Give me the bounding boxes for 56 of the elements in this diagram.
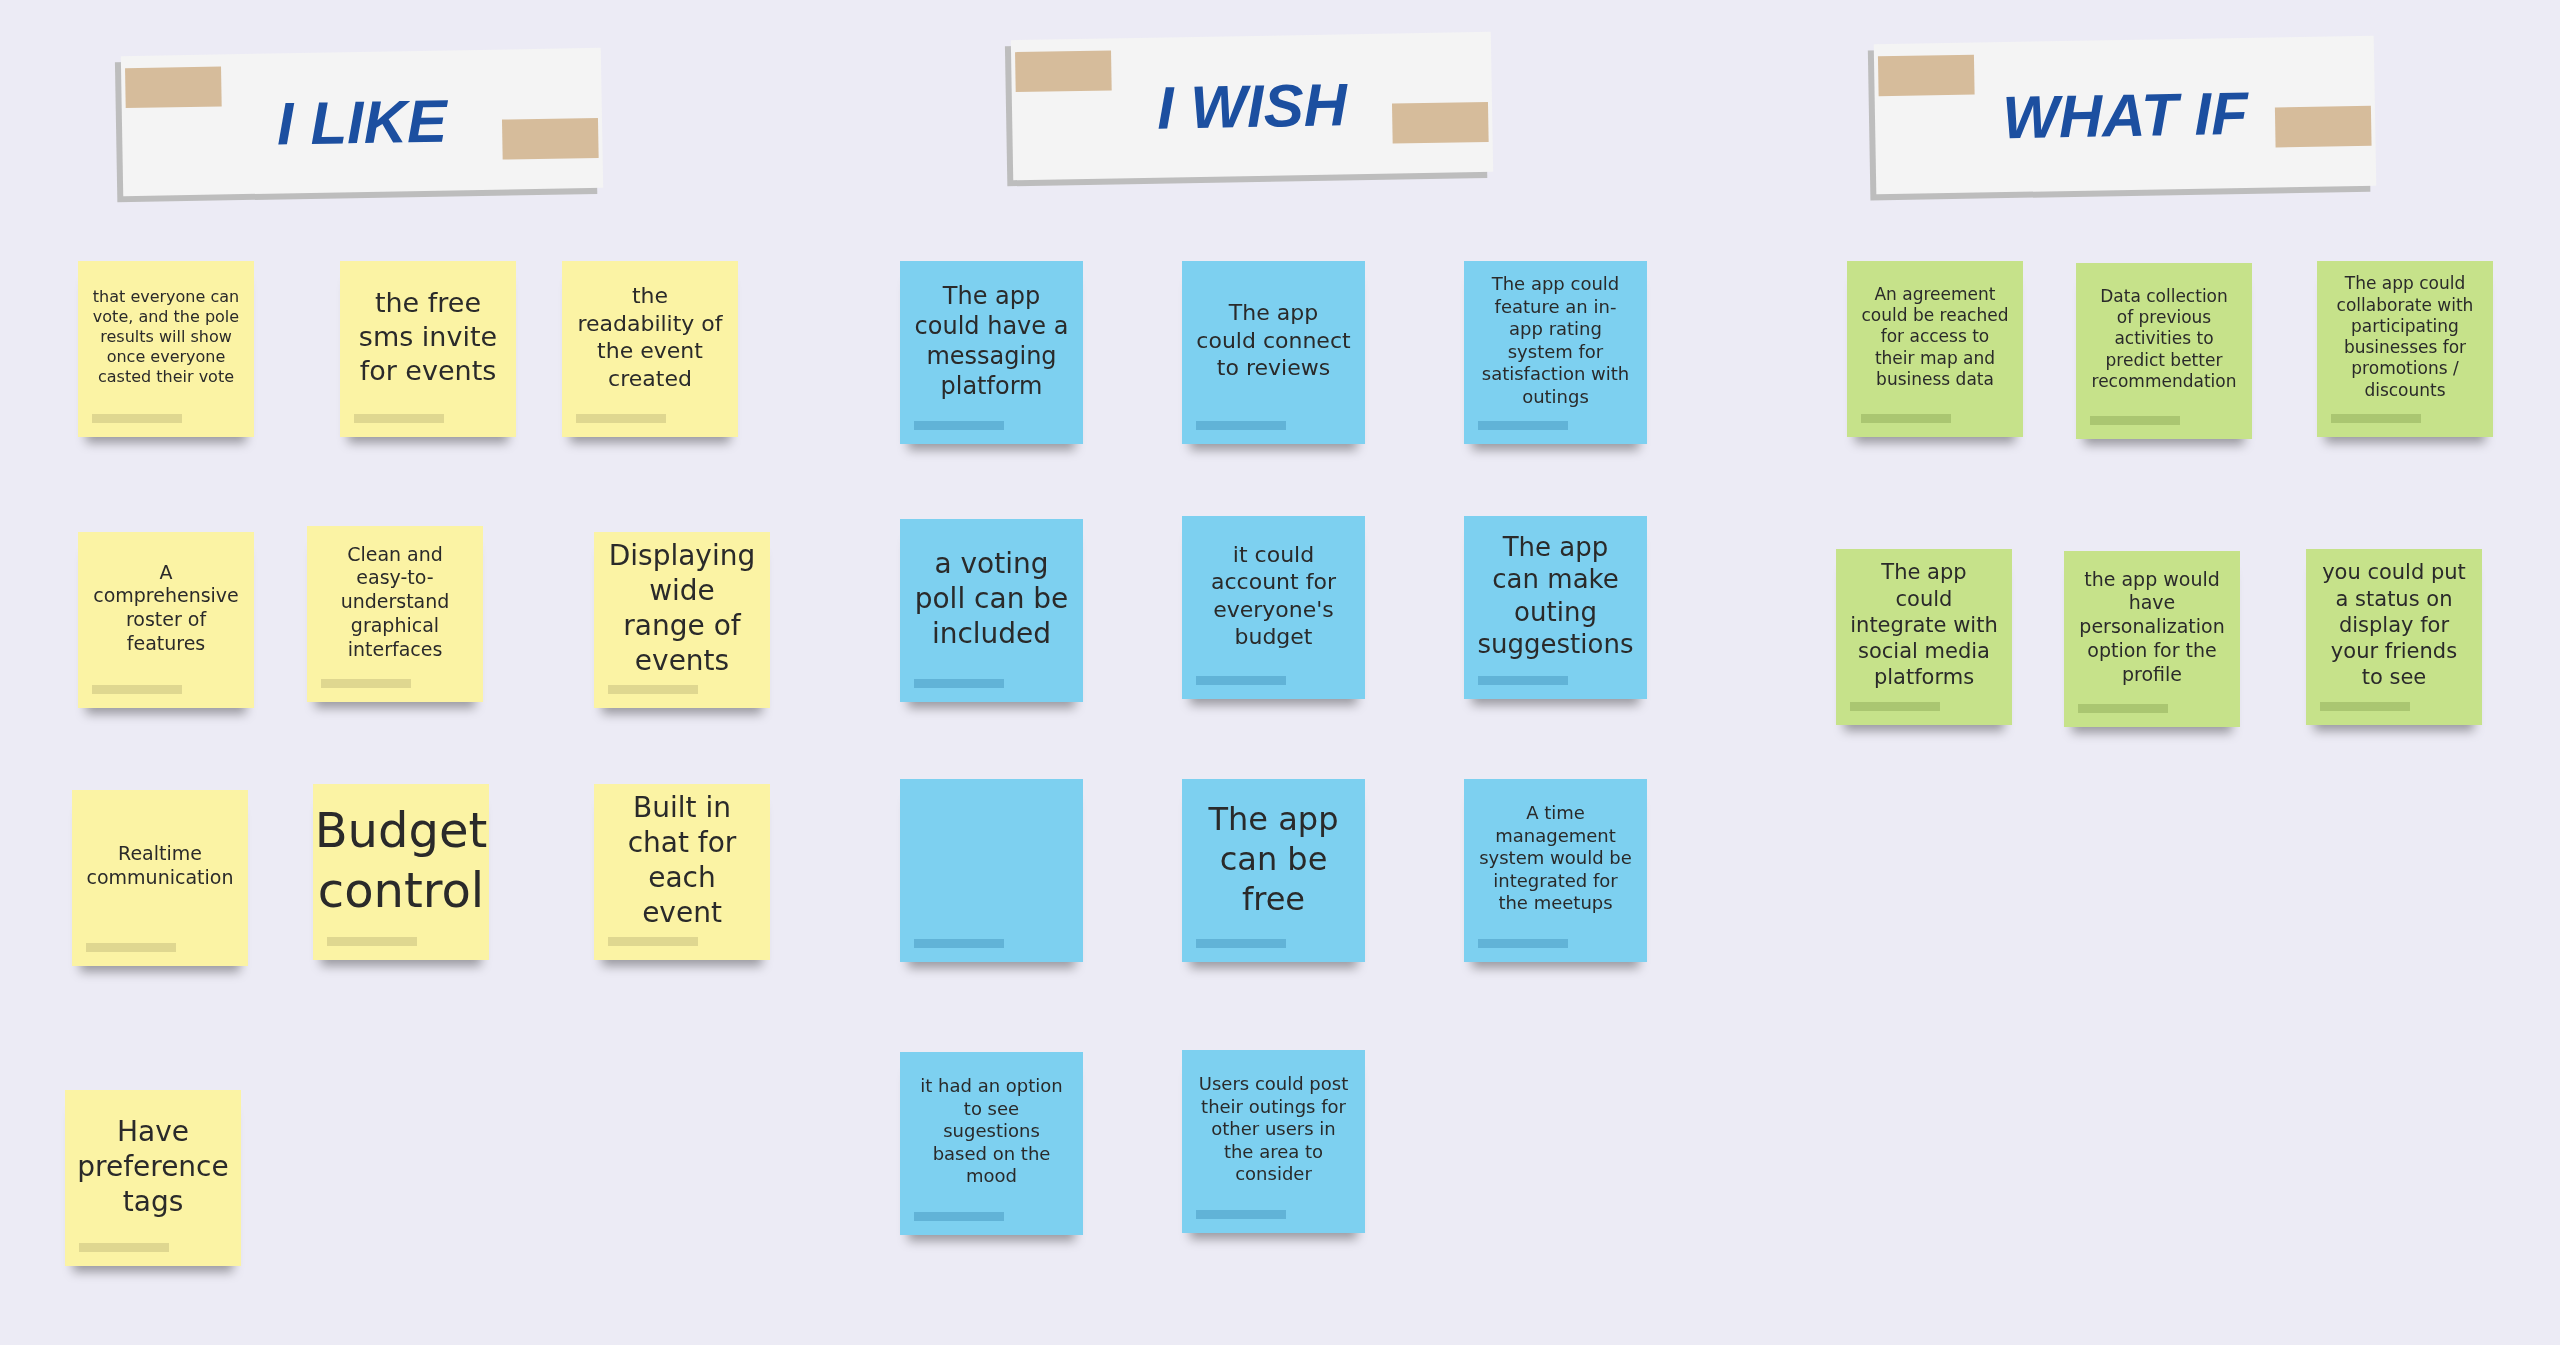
note-text: Built in chat for each event — [626, 790, 738, 930]
note-text: A comprehensive roster of features — [92, 560, 240, 656]
sticky-note — [2317, 261, 2493, 437]
sticky-note — [340, 261, 516, 437]
note-text: it had an option to see sugestions based on the mood — [919, 1075, 1064, 1188]
note-text: Displaying wide range of events — [608, 538, 756, 678]
sticky-note — [313, 784, 489, 960]
note-text: Clean and easy-to-understand graphical interfaces — [339, 542, 451, 662]
sticky-note — [900, 1052, 1083, 1235]
sticky-note — [900, 261, 1083, 444]
note-text: the free sms invite for events — [357, 286, 499, 388]
note-text: Budget control — [314, 801, 488, 920]
note-text: Realtime communication — [86, 842, 234, 890]
note-text: Data collection of previous activities to predict better recommendation — [2090, 285, 2238, 393]
heading: I WISH — [1156, 69, 1348, 143]
sticky-note — [1182, 779, 1365, 962]
note-text: An agreement could be reached for access to their map and business data — [1861, 283, 2009, 391]
heading: WHAT IF — [2001, 78, 2249, 152]
note-text: the readability of the event created — [576, 282, 724, 392]
sticky-note — [900, 519, 1083, 702]
sticky-note — [562, 261, 738, 437]
note-text: you could put a status on display for your friends to see — [2321, 559, 2467, 691]
sticky-note — [307, 526, 483, 702]
note-text: A time management system would be integrated for the meetups — [1478, 802, 1633, 915]
sticky-note — [1182, 516, 1365, 699]
note-text: it could account for everyone's budget — [1210, 540, 1337, 651]
sticky-note — [1182, 261, 1365, 444]
sticky-note — [1836, 549, 2012, 725]
heading: I LIKE — [276, 86, 448, 158]
sticky-note — [2076, 263, 2252, 439]
sticky-note — [1464, 516, 1647, 699]
note-text: a voting poll can be included — [914, 546, 1069, 651]
sticky-note — [594, 784, 770, 960]
note-text: The app can be free — [1207, 798, 1340, 919]
sticky-note — [78, 532, 254, 708]
sticky-note — [2306, 549, 2482, 725]
note-text: The app could feature an in-app rating system for satisfaction with outings — [1480, 273, 1631, 408]
note-text: that everyone can vote, and the pole results will show once everyone casted their vote — [92, 287, 240, 387]
sticky-note — [2064, 551, 2240, 727]
sticky-note — [65, 1090, 241, 1266]
sticky-note — [594, 532, 770, 708]
note-text: The app can make outing suggestions — [1477, 530, 1634, 661]
note-text: The app could integrate with social media platforms — [1850, 559, 1998, 691]
sticky-note — [1464, 779, 1647, 962]
sticky-note — [78, 261, 254, 437]
note-text: The app could collaborate with participating businesses for promotions / discounts — [2335, 273, 2475, 401]
note-text: the app would have personalization option for the profile — [2078, 567, 2226, 687]
sticky-note — [72, 790, 248, 966]
sticky-note — [900, 779, 1083, 962]
sticky-note — [1182, 1050, 1365, 1233]
sticky-note — [1847, 261, 2023, 437]
note-text: The app could connect to reviews — [1196, 299, 1351, 382]
note-text: Users could post their outings for other users in the area to consider — [1197, 1073, 1350, 1186]
sticky-note — [1464, 261, 1647, 444]
note-text: The app could have a messaging platform — [914, 280, 1069, 401]
note-text: Have preference tags — [77, 1113, 229, 1219]
